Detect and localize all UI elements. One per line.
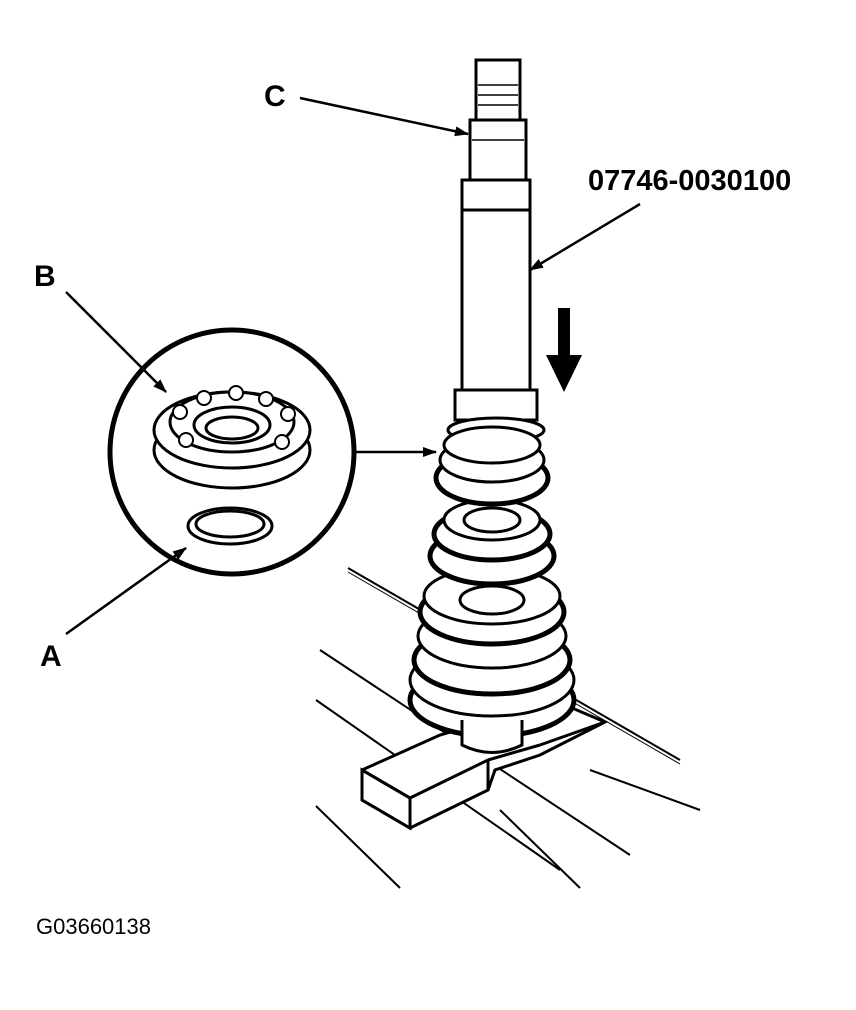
label-c: C [264, 80, 286, 113]
detail-inset [107, 327, 357, 577]
label-a: A [40, 640, 62, 673]
leader-c [299, 96, 469, 137]
ring-a [186, 506, 274, 546]
bearing-b [152, 385, 312, 490]
label-b: B [34, 260, 56, 293]
leader-lines [65, 96, 641, 636]
leader-b [65, 291, 167, 393]
down-arrow-icon [546, 308, 582, 392]
gear-stack [407, 425, 577, 754]
label-tool-number: 07746-0030100 [588, 165, 791, 197]
leader-tool [529, 202, 641, 272]
figure-id: G03660138 [36, 914, 151, 939]
support-block [360, 703, 609, 831]
leader-a [65, 546, 187, 636]
mainshaft-tool [446, 58, 546, 444]
